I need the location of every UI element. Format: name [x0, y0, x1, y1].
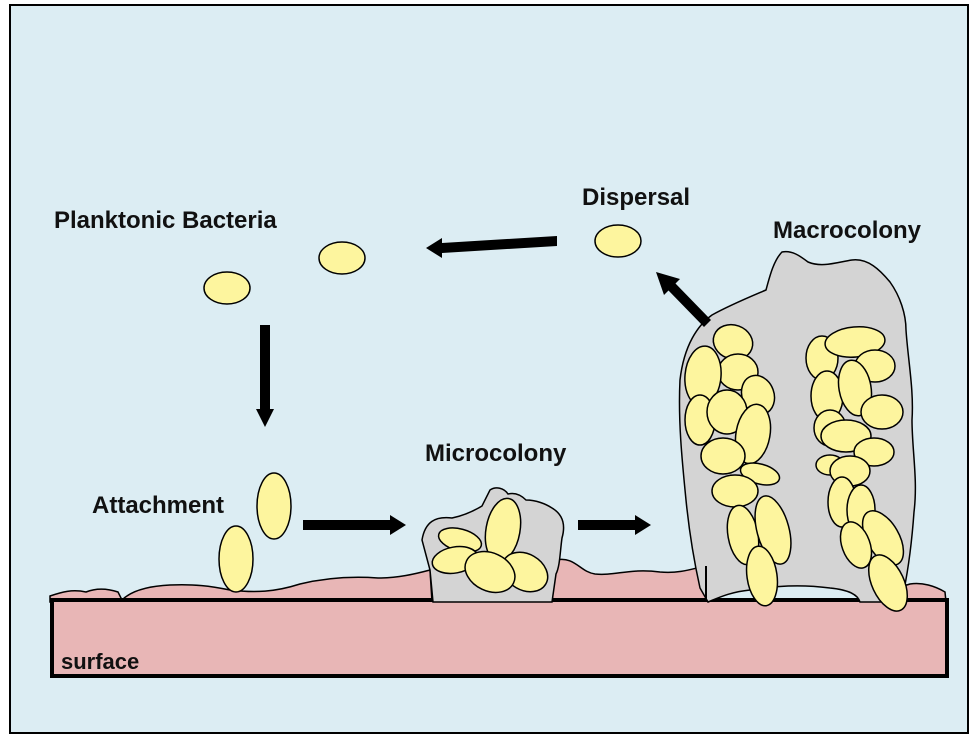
bacterium [701, 438, 745, 474]
label-planktonic-bacteria: Planktonic Bacteria [54, 207, 277, 234]
arrow-attachment-to-microcolony-shaft [303, 520, 391, 530]
label-macrocolony: Macrocolony [773, 217, 922, 244]
bacterium [319, 242, 365, 274]
bacterium [861, 395, 903, 429]
bacterium [219, 526, 253, 592]
arrow-planktonic-to-attachment-shaft [260, 325, 270, 410]
bacterium [595, 225, 641, 257]
label-surface: surface [61, 649, 139, 674]
surface-slab [52, 600, 947, 676]
bacterium [712, 475, 758, 507]
arrow-microcolony-to-macrocolony-shaft [578, 520, 636, 530]
label-microcolony: Microcolony [425, 440, 567, 467]
label-attachment: Attachment [92, 492, 224, 519]
bacterium [204, 272, 250, 304]
label-dispersal: Dispersal [582, 184, 690, 211]
bacterium [257, 473, 291, 539]
